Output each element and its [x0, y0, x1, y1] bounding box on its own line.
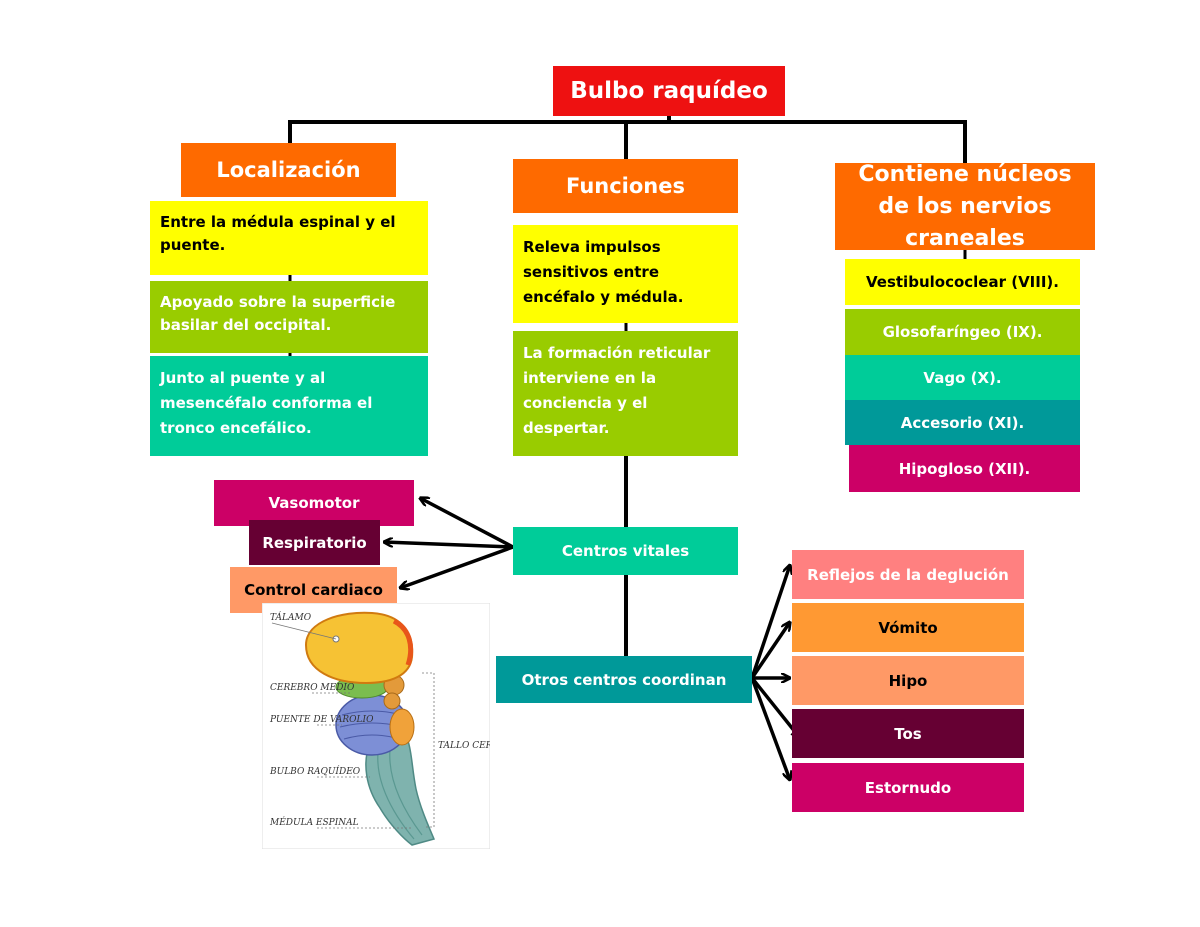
nucleo-item-1-text: Vestibulococlear (VIII). — [866, 273, 1059, 291]
localizacion-item-1-text: Entre la médula espinal y el puente. — [160, 213, 396, 254]
header-nucleos: Contiene núcleos de los nervios craneale… — [835, 162, 1095, 251]
label-tallo-cerebral: TALLO CEREBRAL — [438, 741, 490, 751]
header-funciones-text: Funciones — [566, 174, 685, 198]
reflejos-deglucion-text: Reflejos de la deglución — [807, 565, 1009, 584]
respiratorio-box: Respiratorio — [249, 520, 380, 565]
title-text: Bulbo raquídeo — [570, 78, 768, 104]
localizacion-item-2: Apoyado sobre la superficie basilar del … — [150, 281, 428, 353]
header-nucleos-text: Contiene núcleos de los nervios craneale… — [858, 161, 1072, 251]
localizacion-item-3: Junto al puente y al mesencéfalo conform… — [150, 356, 428, 456]
header-localizacion: Localización — [181, 143, 396, 197]
nucleo-item-1: Vestibulococlear (VIII). — [845, 259, 1080, 305]
tos-box: Tos — [792, 709, 1024, 758]
label-puente-varolio: PUENTE DE VAROLIO — [269, 715, 374, 725]
label-bulbo-raquideo: BULBO RAQUÍDEO — [269, 765, 361, 777]
label-cerebro-medio: CEREBRO MEDIO — [270, 683, 355, 693]
funciones-item-1: Releva impulsos sensitivos entre encéfal… — [513, 225, 738, 323]
title-box: Bulbo raquídeo — [553, 66, 785, 116]
nucleo-item-4-text: Accesorio (XI). — [900, 413, 1025, 432]
funciones-item-2: La formación reticular interviene en la … — [513, 331, 738, 456]
vomito-box: Vómito — [792, 603, 1024, 652]
header-funciones: Funciones — [513, 159, 738, 213]
brain-stem-illustration: TÁLAMO CEREBRO MEDIO PUENTE DE VAROLIO B… — [262, 603, 490, 849]
hipo-box: Hipo — [792, 656, 1024, 705]
nucleo-item-3: Vago (X). — [845, 355, 1080, 401]
localizacion-item-3-text: Junto al puente y al mesencéfalo conform… — [160, 369, 373, 437]
otros-centros-box: Otros centros coordinan — [496, 656, 752, 703]
tos-text: Tos — [894, 724, 922, 743]
localizacion-item-2-text: Apoyado sobre la superficie basilar del … — [160, 293, 396, 334]
nucleo-item-2-text: Glosofaríngeo (IX). — [882, 323, 1043, 341]
control-cardiaco-text: Control cardiaco — [244, 581, 383, 599]
vasomotor-text: Vasomotor — [268, 494, 360, 512]
hipo-text: Hipo — [888, 671, 928, 690]
nucleo-item-3-text: Vago (X). — [923, 369, 1002, 387]
estornudo-box: Estornudo — [792, 763, 1024, 812]
funciones-item-1-text: Releva impulsos sensitivos entre encéfal… — [523, 238, 684, 306]
centros-vitales-text: Centros vitales — [561, 542, 690, 560]
nucleo-item-5-text: Hipogloso (XII). — [898, 459, 1031, 478]
label-talamo: TÁLAMO — [270, 611, 312, 623]
respiratorio-text: Respiratorio — [262, 533, 367, 552]
funciones-item-2-text: La formación reticular interviene en la … — [523, 344, 711, 437]
centros-vitales-box: Centros vitales — [513, 527, 738, 575]
nucleo-item-5: Hipogloso (XII). — [849, 445, 1080, 492]
nucleo-item-2: Glosofaríngeo (IX). — [845, 309, 1080, 355]
localizacion-item-1: Entre la médula espinal y el puente. — [150, 201, 428, 275]
reflejos-deglucion-box: Reflejos de la deglución — [792, 550, 1024, 599]
otros-centros-text: Otros centros coordinan — [521, 670, 727, 689]
label-medula-espinal: MÉDULA ESPINAL — [269, 816, 359, 828]
estornudo-text: Estornudo — [864, 778, 952, 797]
vomito-text: Vómito — [878, 618, 938, 637]
nucleo-item-4: Accesorio (XI). — [845, 400, 1080, 445]
vasomotor-box: Vasomotor — [214, 480, 414, 526]
header-localizacion-text: Localización — [216, 158, 361, 182]
